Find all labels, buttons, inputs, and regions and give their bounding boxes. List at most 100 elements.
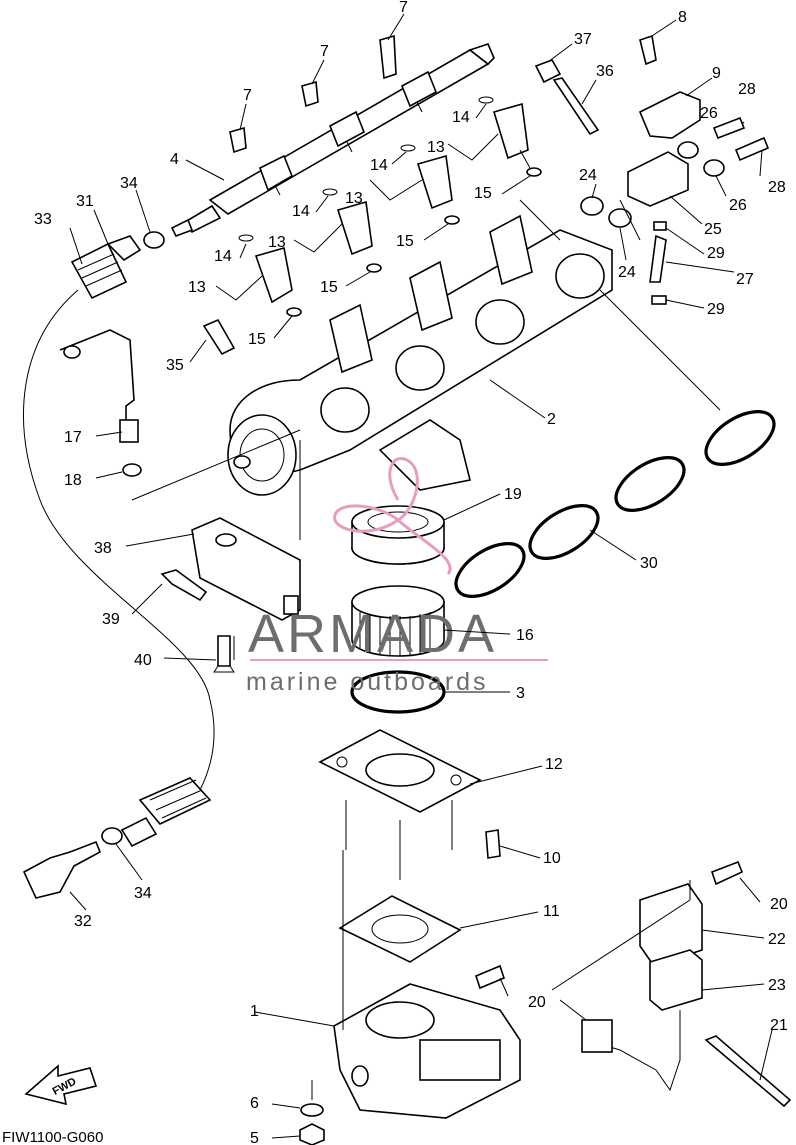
intake-adapter-ring — [351, 505, 445, 565]
flame-arrester — [351, 585, 445, 657]
manifold-gasket — [454, 410, 776, 598]
callout-18: 18 — [64, 472, 82, 489]
callout-14c: 14 — [370, 157, 388, 174]
throttle-spacer-plate — [318, 729, 482, 880]
callout-37: 37 — [574, 31, 592, 48]
cable-clip-lower — [101, 827, 123, 845]
callout-34b: 34 — [134, 885, 152, 902]
assembly-guide-lines — [131, 149, 721, 1100]
throttle-body — [333, 983, 521, 1119]
callout-10: 10 — [543, 850, 561, 867]
leader-lines — [69, 13, 773, 1139]
diagram-code: FIW1100-G060 — [2, 1129, 103, 1145]
cable-boot — [70, 242, 128, 300]
holder-bolt-lower — [734, 136, 770, 162]
grommet-lower — [703, 159, 725, 177]
coupler — [649, 949, 703, 1011]
callout-24b: 24 — [618, 264, 636, 281]
callout-8: 8 — [678, 9, 687, 26]
callout-23: 23 — [768, 977, 786, 994]
watermark-brand: ARMADA — [248, 604, 497, 664]
watermark-tagline: marine outboards — [246, 668, 489, 696]
throttle-cable-routing-line — [23, 289, 215, 791]
callout-24a: 24 — [579, 167, 597, 184]
callout-38: 38 — [94, 540, 112, 557]
cable-clip — [143, 231, 165, 249]
callout-13d: 13 — [427, 139, 445, 156]
callout-35: 35 — [166, 357, 184, 374]
callout-19: 19 — [504, 486, 522, 503]
grommet — [677, 141, 699, 159]
callout-32: 32 — [74, 913, 92, 930]
callout-7a: 7 — [243, 87, 252, 104]
callout-15d: 15 — [474, 185, 492, 202]
sensor-bolt — [639, 34, 657, 66]
callout-31: 31 — [76, 193, 94, 210]
callout-11: 11 — [543, 903, 560, 920]
callout-7b: 7 — [320, 43, 329, 60]
spacer-collar-lower — [608, 208, 632, 228]
callout-13c: 13 — [345, 190, 363, 207]
callout-4: 4 — [170, 151, 179, 168]
callout-21: 21 — [770, 1017, 788, 1034]
fuel-injector — [254, 102, 529, 304]
spacer-bolt — [485, 829, 501, 859]
callout-20b: 20 — [528, 994, 546, 1011]
callout-5: 5 — [250, 1130, 259, 1145]
watermark-logo-mark — [333, 457, 452, 575]
throttle-body-gasket — [338, 895, 462, 963]
callout-28a: 28 — [738, 81, 756, 98]
hose-clip — [653, 221, 667, 231]
callout-12: 12 — [545, 756, 563, 773]
callout-29b: 29 — [707, 301, 725, 318]
sensor-washer — [122, 463, 142, 477]
callout-15c: 15 — [396, 233, 414, 250]
callout-30: 30 — [640, 555, 658, 572]
callout-2: 2 — [547, 411, 556, 428]
callout-25: 25 — [704, 221, 722, 238]
bracket-screw — [217, 635, 231, 667]
callout-14a: 14 — [214, 248, 232, 265]
fuel-rail-bolt — [229, 34, 397, 154]
harness-screw — [710, 860, 744, 886]
cable-joint — [106, 235, 142, 262]
sensor-bracket — [191, 517, 301, 621]
fuel-rail — [170, 43, 495, 238]
callout-13b: 13 — [268, 234, 286, 251]
callout-7c: 7 — [399, 0, 408, 16]
harness-cover — [639, 883, 703, 967]
pressure-sensor — [638, 91, 701, 139]
harness-wire — [585, 1010, 681, 1092]
hose-clip-lower — [651, 295, 667, 305]
hex-nut — [299, 1123, 325, 1145]
callout-34a: 34 — [120, 175, 138, 192]
manifold-bolt — [202, 318, 236, 356]
callout-14d: 14 — [452, 109, 470, 126]
callout-14b: 14 — [292, 203, 310, 220]
callout-numbers: 1 2 3 4 5 6 7 7 7 8 9 10 11 12 13 13 13 … — [34, 0, 788, 1145]
callout-26b: 26 — [729, 197, 747, 214]
callout-13a: 13 — [188, 279, 206, 296]
forward-arrow-icon: FWD — [24, 1064, 98, 1106]
callout-17: 17 — [64, 429, 82, 446]
throttle-cable-ball-joint — [22, 840, 102, 899]
injector-seal — [286, 167, 542, 317]
vacuum-hose — [649, 234, 667, 283]
callout-26a: 26 — [700, 105, 718, 122]
callout-33: 33 — [34, 211, 52, 228]
callout-29a: 29 — [707, 245, 725, 262]
sensor-holder — [627, 151, 689, 207]
callout-15b: 15 — [320, 279, 338, 296]
temperature-sensor — [59, 329, 139, 443]
nut — [534, 59, 562, 84]
callout-15a: 15 — [248, 331, 266, 348]
callout-22: 22 — [768, 931, 786, 948]
callout-28b: 28 — [768, 179, 786, 196]
callout-20a: 20 — [770, 896, 788, 913]
bracket-bolt — [160, 569, 208, 602]
callout-3: 3 — [516, 685, 525, 702]
callout-1: 1 — [250, 1003, 259, 1020]
cable-tie — [704, 1035, 792, 1108]
throttle-body-screw — [475, 964, 505, 990]
